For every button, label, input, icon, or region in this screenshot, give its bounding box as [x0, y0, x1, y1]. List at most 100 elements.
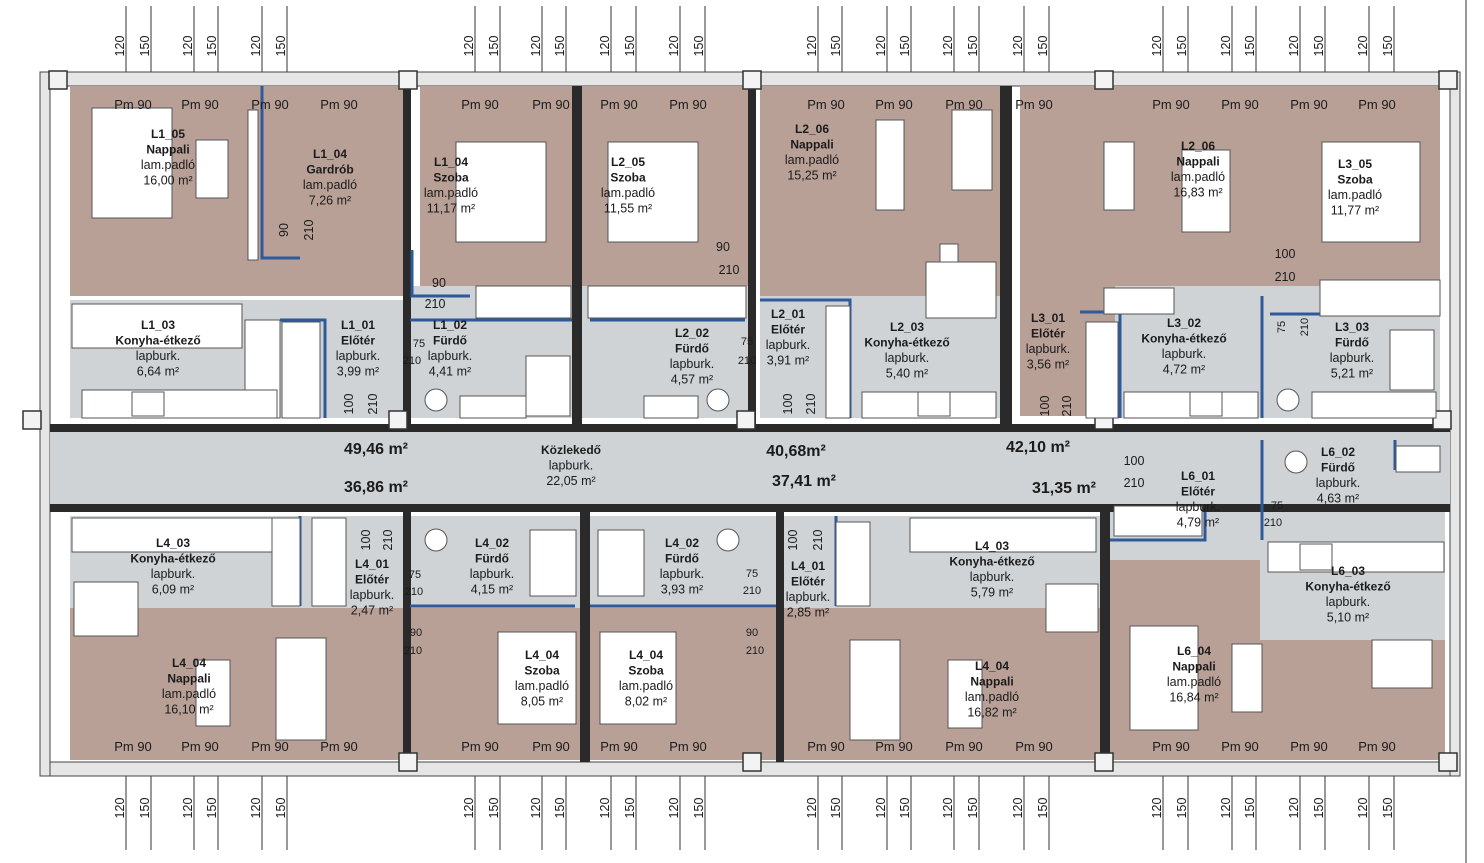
room-area: 7,26 m² [309, 194, 351, 208]
room-id: L1_05 [151, 127, 185, 141]
door-dimension: 75 [741, 336, 753, 348]
door-dimension: 210 [1299, 318, 1311, 336]
sill-height: 120 [598, 798, 612, 819]
sill-height: 150 [829, 798, 843, 819]
room-name: Nappali [167, 672, 210, 686]
room-floor: lam.padló [619, 679, 673, 693]
sill-height: 120 [941, 798, 955, 819]
door-dimension: 75 [1276, 321, 1288, 333]
column [398, 752, 418, 772]
window-dimension-lines [125, 0, 1467, 863]
sill-height: 120 [249, 798, 263, 819]
window-label: Pm 90 [1358, 739, 1396, 754]
room-area: 15,25 m² [787, 169, 836, 183]
room-name: Előtér [791, 575, 825, 589]
sill-height: 150 [1243, 798, 1257, 819]
window-label: Pm 90 [945, 739, 983, 754]
room-name: Nappali [146, 143, 189, 157]
room-id: L1_04 [434, 155, 468, 169]
sill-height: 150 [1312, 36, 1326, 57]
room-name: Fürdő [475, 552, 509, 566]
sill-height: 150 [966, 798, 980, 819]
window-label: Pm 90 [807, 97, 845, 112]
sill-height: 120 [1356, 798, 1370, 819]
window-label: Pm 90 [114, 97, 152, 112]
room-id: L2_06 [1181, 139, 1215, 153]
door-dimension: 210 [746, 645, 764, 657]
room-floor: lapburk. [786, 590, 830, 604]
window-label: Pm 90 [807, 739, 845, 754]
door-dimension: 210 [1060, 396, 1074, 417]
door-dimension: 210 [302, 220, 316, 241]
room-area: 8,05 m² [521, 695, 563, 709]
door-dimension: 210 [403, 355, 421, 367]
room-name: Nappali [970, 675, 1013, 689]
room-area: 4,72 m² [1163, 363, 1205, 377]
window-label: Pm 90 [114, 739, 152, 754]
window-label: Pm 90 [1358, 97, 1396, 112]
room-floor: lapburk. [1026, 342, 1070, 356]
window-label: Pm 90 [1015, 739, 1053, 754]
room-area: 3,56 m² [1027, 358, 1069, 372]
sill-height: 120 [462, 798, 476, 819]
room-id: L6_03 [1331, 564, 1365, 578]
area-total: 36,86 m² [344, 479, 408, 496]
room-area: 8,02 m² [625, 695, 667, 709]
door-dimension: 210 [1275, 270, 1296, 284]
door-dimension: 210 [1264, 517, 1282, 529]
sill-height: 120 [181, 798, 195, 819]
window-labels: Pm 90 Pm 90 Pm 90 Pm 90 Pm 90 Pm 90 Pm 90 Pm 90… [114, 97, 1396, 754]
sill-height: 120 [249, 36, 263, 57]
room-area: 11,55 m² [604, 202, 652, 216]
room-id: L3_05 [1338, 157, 1372, 171]
room-area: 16,10 m² [164, 703, 213, 717]
room-floor: lapburk. [885, 351, 929, 365]
sill-height: 150 [553, 36, 567, 57]
room-name: Nappali [1176, 155, 1219, 169]
door-dimension: 210 [405, 586, 423, 598]
area-total: 40,68m² [766, 443, 826, 460]
room-area: 11,17 m² [427, 202, 475, 216]
room-name: Előtér [341, 334, 375, 348]
room-floor: lam.padló [1171, 170, 1225, 184]
sill-height: 120 [667, 36, 681, 57]
room-floor: lapburk. [336, 349, 380, 363]
room-id: L4_03 [975, 539, 1009, 553]
room-area: 4,57 m² [671, 373, 713, 387]
sill-height: 120 [941, 36, 955, 57]
window-label: Pm 90 [461, 97, 499, 112]
sill-height: 120 [667, 798, 681, 819]
window-label: Pm 90 [945, 97, 983, 112]
column [388, 410, 408, 430]
door-dimension: 90 [746, 627, 758, 639]
sill-height: 150 [1036, 36, 1050, 57]
door-dimension: 100 [342, 394, 356, 415]
window-label: Pm 90 [669, 97, 707, 112]
sill-height: 120 [805, 36, 819, 57]
door-dimension: 210 [1124, 476, 1145, 490]
room-id: L4_04 [629, 648, 663, 662]
room-floor: lapburk. [470, 567, 514, 581]
sill-height: 150 [274, 798, 288, 819]
sill-height: 120 [1219, 36, 1233, 57]
sill-height: 120 [529, 798, 543, 819]
sill-height: 150 [692, 798, 706, 819]
room-area: 3,93 m² [661, 583, 703, 597]
door-dimension: 210 [719, 263, 740, 277]
window-label: Pm 90 [875, 739, 913, 754]
